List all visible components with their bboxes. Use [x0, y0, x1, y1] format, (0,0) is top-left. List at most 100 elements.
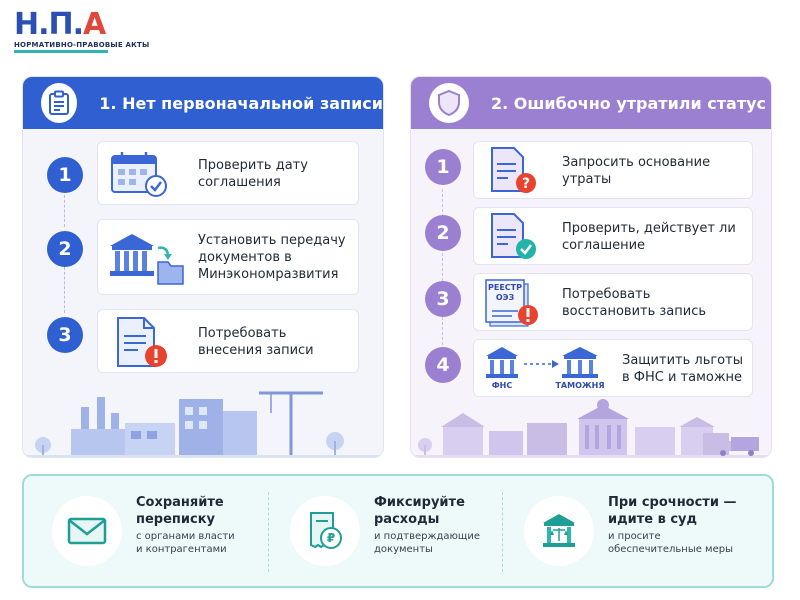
registry-label-line: ОЭЗ: [495, 293, 515, 302]
step-text-3: Потребовать восстановить запись: [562, 286, 706, 320]
industrial-skyline-illustration: [23, 383, 383, 457]
step-connector: [64, 195, 65, 227]
step-text-4: Защитить льготы в ФНС и таможне: [622, 352, 743, 386]
tip-title: Сохраняйте переписку: [136, 494, 224, 528]
step-number-2: 2: [47, 231, 83, 267]
customs-label: ТАМОЖНЯ: [555, 381, 605, 390]
tip-title-line: Фиксируйте: [374, 495, 465, 510]
step-text-2: Установить передачу документов в Минэкон…: [198, 232, 346, 283]
step-text-line: утраты: [562, 172, 612, 187]
svg-text:?: ?: [522, 176, 530, 192]
logo-letters: Н.П.А: [14, 10, 114, 40]
right-panel-title: 2. Ошибочно утратили статус: [491, 93, 767, 113]
step-card-2: Установить передачу документов в Минэкон…: [97, 219, 359, 295]
tip-court: При срочности — идите в суд и просите об…: [524, 476, 764, 586]
left-panel: 1. Нет первоначальной записи 1 Проверить…: [22, 76, 384, 458]
receipt-ruble-icon: ₽: [290, 496, 360, 566]
document-check-icon: [486, 212, 542, 266]
tip-description: с органами власти и контрагентами: [136, 530, 235, 556]
ministry-folder-icon: [106, 230, 186, 290]
city-skyline-illustration: [411, 393, 771, 457]
logo-subtitle: НОРМАТИВНО-ПРАВОВЫЕ АКТЫ: [14, 41, 150, 49]
logo-letter-2: П: [48, 7, 74, 42]
logo-letter-3: А: [83, 7, 106, 42]
tip-desc-line: документы: [374, 544, 433, 555]
step-text-line: Проверить, действует ли: [562, 221, 736, 236]
left-panel-title: 1. Нет первоначальной записи: [99, 93, 383, 113]
step-text-line: Запросить основание: [562, 155, 711, 170]
step-number-3: 3: [425, 281, 461, 317]
right-panel-header: 2. Ошибочно утратили статус: [411, 77, 771, 129]
step-text-line: восстановить запись: [562, 304, 707, 319]
step-connector: [442, 189, 443, 217]
step-text-line: Минэкономразвития: [198, 267, 339, 282]
logo-dot: .: [38, 7, 49, 42]
tips-divider: [502, 492, 503, 572]
step-number-2: 2: [425, 215, 461, 251]
step-text-line: соглашения: [198, 175, 281, 190]
step-number-1: 1: [47, 157, 83, 193]
step-text-line: Проверить дату: [198, 158, 308, 173]
step-card-4: ФНС ТАМОЖНЯ Защитить льготы в ФНС и тамо…: [473, 339, 753, 397]
step-number-3: 3: [47, 317, 83, 353]
tip-title: При срочности — идите в суд: [608, 494, 736, 528]
step-text-1: Проверить дату соглашения: [198, 157, 308, 191]
step-text-line: документов в: [198, 250, 292, 265]
shield-icon: [429, 83, 469, 123]
envelope-icon: [52, 496, 122, 566]
tip-title-line: расходы: [374, 512, 440, 527]
registry-label-line: РЕЕСТР: [488, 283, 522, 292]
tip-title: Фиксируйте расходы: [374, 494, 465, 528]
document-question-icon: ?: [486, 146, 542, 200]
tip-desc-line: обеспечительные меры: [608, 544, 733, 555]
tip-desc-line: и подтверждающие: [374, 531, 481, 542]
step-text-line: внесения записи: [198, 343, 314, 358]
logo-dot: .: [72, 7, 84, 42]
tip-desc-line: и контрагентами: [136, 544, 227, 555]
fns-customs-icon: ФНС ТАМОЖНЯ: [480, 344, 620, 394]
step-number-4: 4: [425, 347, 461, 383]
tip-desc-line: с органами власти: [136, 531, 235, 542]
step-number-1: 1: [425, 149, 461, 185]
right-panel: 2. Ошибочно утратили статус 1 ? Запросит…: [410, 76, 772, 458]
logo-letter-1: Н: [14, 7, 39, 42]
tip-title-line: Сохраняйте: [136, 495, 224, 510]
tip-description: и подтверждающие документы: [374, 530, 480, 556]
calendar-check-icon: [108, 150, 170, 202]
tip-title-line: При срочности —: [608, 495, 737, 510]
step-card-1: Проверить дату соглашения: [97, 141, 359, 205]
step-text-line: Потребовать: [562, 287, 651, 302]
step-text-line: Установить передачу: [198, 233, 346, 248]
tip-description: и просите обеспечительные меры: [608, 530, 733, 556]
clipboard-icon: [41, 83, 78, 123]
svg-text:₽: ₽: [327, 531, 335, 545]
step-connector: [442, 317, 443, 345]
left-panel-header: 1. Нет первоначальной записи: [23, 77, 383, 129]
step-connector: [442, 253, 443, 281]
step-text-line: Защитить льготы: [622, 353, 743, 368]
step-text-3: Потребовать внесения записи: [198, 325, 314, 359]
step-text-1: Запросить основание утраты: [562, 154, 710, 188]
step-card-3: РЕЕСТР ОЭЗ Потребовать восстановить запи…: [473, 273, 753, 331]
fns-label: ФНС: [491, 381, 513, 390]
logo-underline: [14, 50, 108, 53]
registry-warning-icon: РЕЕСТР ОЭЗ: [482, 277, 544, 329]
tip-title-line: идите в суд: [608, 512, 698, 527]
registry-label: РЕЕСТР ОЭЗ: [488, 283, 522, 303]
step-text-line: соглашение: [562, 238, 646, 253]
tips-panel: Сохраняйте переписку с органами власти и…: [22, 474, 774, 588]
document-warning-icon: [112, 316, 172, 374]
tips-divider: [268, 492, 269, 572]
tip-desc-line: и просите: [608, 531, 661, 542]
tip-expenses: ₽ Фиксируйте расходы и подтверждающие до…: [290, 476, 510, 586]
logo: Н.П.А НОРМАТИВНО-ПРАВОВЫЕ АКТЫ: [14, 10, 150, 53]
step-card-1: ? Запросить основание утраты: [473, 141, 753, 199]
tip-title-line: переписку: [136, 512, 216, 527]
step-connector: [64, 267, 65, 313]
court-icon: [524, 496, 594, 566]
step-card-3: Потребовать внесения записи: [97, 309, 359, 373]
tip-correspondence: Сохраняйте переписку с органами власти и…: [52, 476, 272, 586]
step-text-line: Потребовать: [198, 326, 287, 341]
step-text-line: в ФНС и таможне: [622, 370, 743, 385]
step-card-2: Проверить, действует ли соглашение: [473, 207, 753, 265]
